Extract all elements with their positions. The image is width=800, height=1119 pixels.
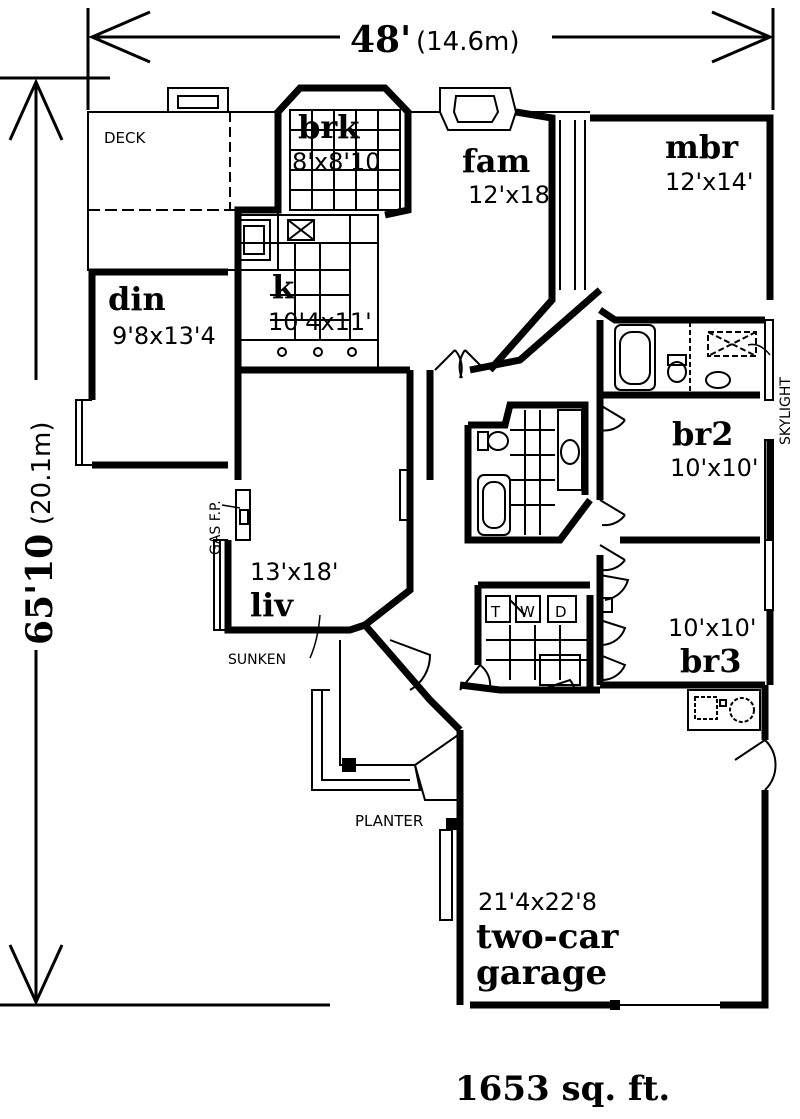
room-dims-br3: 10'x10'	[668, 614, 756, 642]
doors	[389, 349, 777, 791]
room-name-mbr: mbr	[665, 128, 739, 166]
room-name-liv: liv	[250, 586, 294, 624]
skylight-arrow	[747, 343, 771, 356]
sunken-arrow	[309, 614, 321, 659]
planter-label: PLANTER	[355, 812, 423, 830]
total-area: 1653 sq. ft.	[455, 1069, 670, 1109]
washer-label: W	[520, 603, 535, 621]
depth-metric: (20.1m)	[27, 421, 57, 525]
room-name-fam: fam	[462, 142, 531, 180]
depth-dimension	[0, 76, 330, 1007]
room-name-brk: brk	[298, 108, 360, 146]
room-dims-garage: 21'4x22'8	[478, 888, 597, 916]
skylight-label: SKYLIGHT	[778, 377, 794, 445]
gas-fireplace	[235, 489, 251, 541]
room-dims-liv: 13'x18'	[250, 558, 338, 586]
room-dims-mbr: 12'x14'	[665, 168, 753, 196]
width-dimension	[86, 8, 775, 110]
gas-fp-label: GAS F.P.	[208, 500, 224, 555]
room-dims-din: 9'8x13'4	[112, 322, 216, 350]
tub-label: T	[490, 603, 501, 621]
posts	[342, 758, 620, 1010]
room-dims-k: 10'4x11'	[268, 308, 372, 336]
walls	[88, 84, 774, 1009]
room-name-br2: br2	[672, 415, 734, 453]
depth-label: 65'10	[19, 534, 61, 645]
bath-fixtures	[477, 322, 757, 536]
room-name-din: din	[108, 280, 166, 318]
width-metric: (14.6m)	[416, 27, 520, 57]
room-name-k: k	[272, 268, 295, 306]
sunken-label: SUNKEN	[228, 652, 286, 668]
kitchen-fixtures	[237, 109, 401, 369]
gas-fp-arrow	[221, 504, 241, 509]
width-label: 48'	[350, 19, 411, 61]
room-dims-brk: 8'x8'10	[292, 148, 380, 176]
laundry-fixtures	[485, 595, 613, 686]
garage-label-line2: garage	[476, 953, 607, 993]
utility-closet	[687, 689, 761, 731]
room-name-br3: br3	[680, 642, 742, 680]
room-dims-br2: 10'x10'	[670, 454, 758, 482]
dryer-label: D	[555, 603, 567, 621]
garage-label-line1: two-car	[476, 917, 619, 957]
windows	[75, 87, 774, 1006]
room-dims-fam: 12'x18'	[468, 181, 556, 209]
deck-label: DECK	[104, 129, 147, 147]
